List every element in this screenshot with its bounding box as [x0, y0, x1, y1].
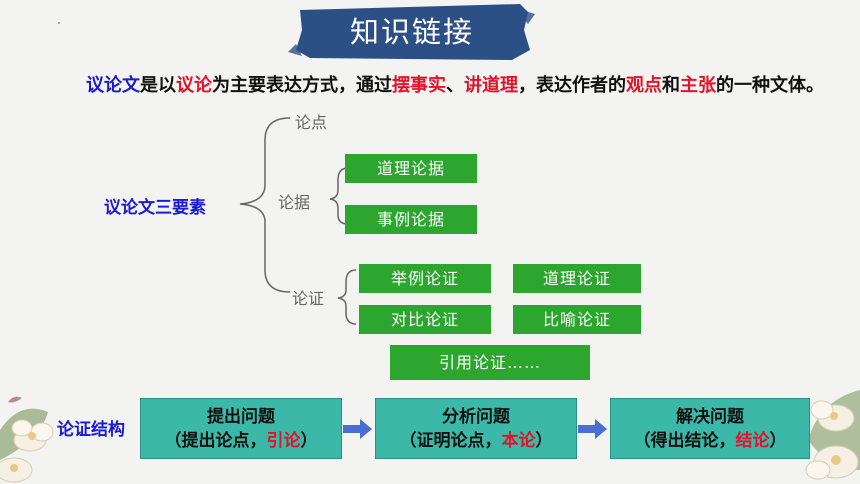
argumentation-brace [337, 269, 357, 325]
example-argument-box: 举例论证 [359, 264, 491, 293]
page-title: 知识链接 [349, 15, 474, 49]
analogy-argument-box: 比喻论证 [513, 305, 641, 334]
term-proposition: 主张 [680, 75, 716, 96]
intro-text: 、 [446, 75, 464, 96]
intro-paragraph: 议论文是以议论为主要表达方式，通过摆事实、讲道理，表达作者的观点和主张的一种文体… [38, 72, 828, 100]
step-detail: （证明论点，本论） [399, 431, 553, 451]
argumentation-label: 论证 [292, 289, 325, 308]
term-viewpoint: 观点 [626, 75, 662, 96]
right-flower-decoration [805, 390, 860, 480]
title-banner [296, 4, 530, 60]
decorative-dot [58, 22, 60, 24]
left-flower-decoration [0, 396, 54, 483]
reasoning-argument-box: 道理论证 [513, 264, 641, 293]
structure-step-3: 解决问题 （得出结论，结论） [610, 398, 810, 459]
evidence-label: 论据 [278, 193, 311, 212]
arrow-2 [578, 419, 607, 439]
step-key: 引论 [266, 431, 301, 451]
structure-step-1: 提出问题 （提出论点，引论） [140, 398, 342, 459]
term-reasoning: 讲道理 [464, 75, 518, 96]
term-argumentative-essay: 议论文 [86, 75, 140, 96]
step-key: 本论 [501, 431, 536, 451]
structure-label: 论证结构 [57, 420, 125, 440]
evidence-brace [329, 167, 349, 225]
intro-text: 是以 [140, 75, 176, 96]
thesis-label: 论点 [295, 113, 328, 132]
fact-evidence-box: 事例论据 [345, 205, 477, 234]
intro-text: 和 [662, 75, 680, 96]
main-brace [239, 117, 291, 293]
arrow-1 [343, 419, 372, 439]
step-title: 解决问题 [676, 407, 744, 427]
step-key: 结论 [735, 431, 770, 451]
intro-text: 为主要表达方式，通过 [212, 75, 392, 96]
term-argument: 议论 [176, 75, 212, 96]
structure-step-2: 分析问题 （证明论点，本论） [375, 398, 577, 459]
step-title: 提出问题 [207, 407, 275, 427]
intro-text: 的一种文体。 [716, 75, 824, 96]
citation-argument-box: 引用论证…… [390, 345, 590, 380]
reasoning-evidence-box: 道理论据 [345, 154, 477, 183]
step-detail: （得出结论，结论） [633, 431, 787, 451]
term-present-facts: 摆事实 [392, 75, 446, 96]
contrast-argument-box: 对比论证 [359, 305, 491, 334]
three-elements-label: 议论文三要素 [104, 198, 206, 218]
intro-text: ，表达作者的 [518, 75, 626, 96]
step-detail: （提出论点，引论） [164, 431, 318, 451]
step-title: 分析问题 [442, 407, 510, 427]
